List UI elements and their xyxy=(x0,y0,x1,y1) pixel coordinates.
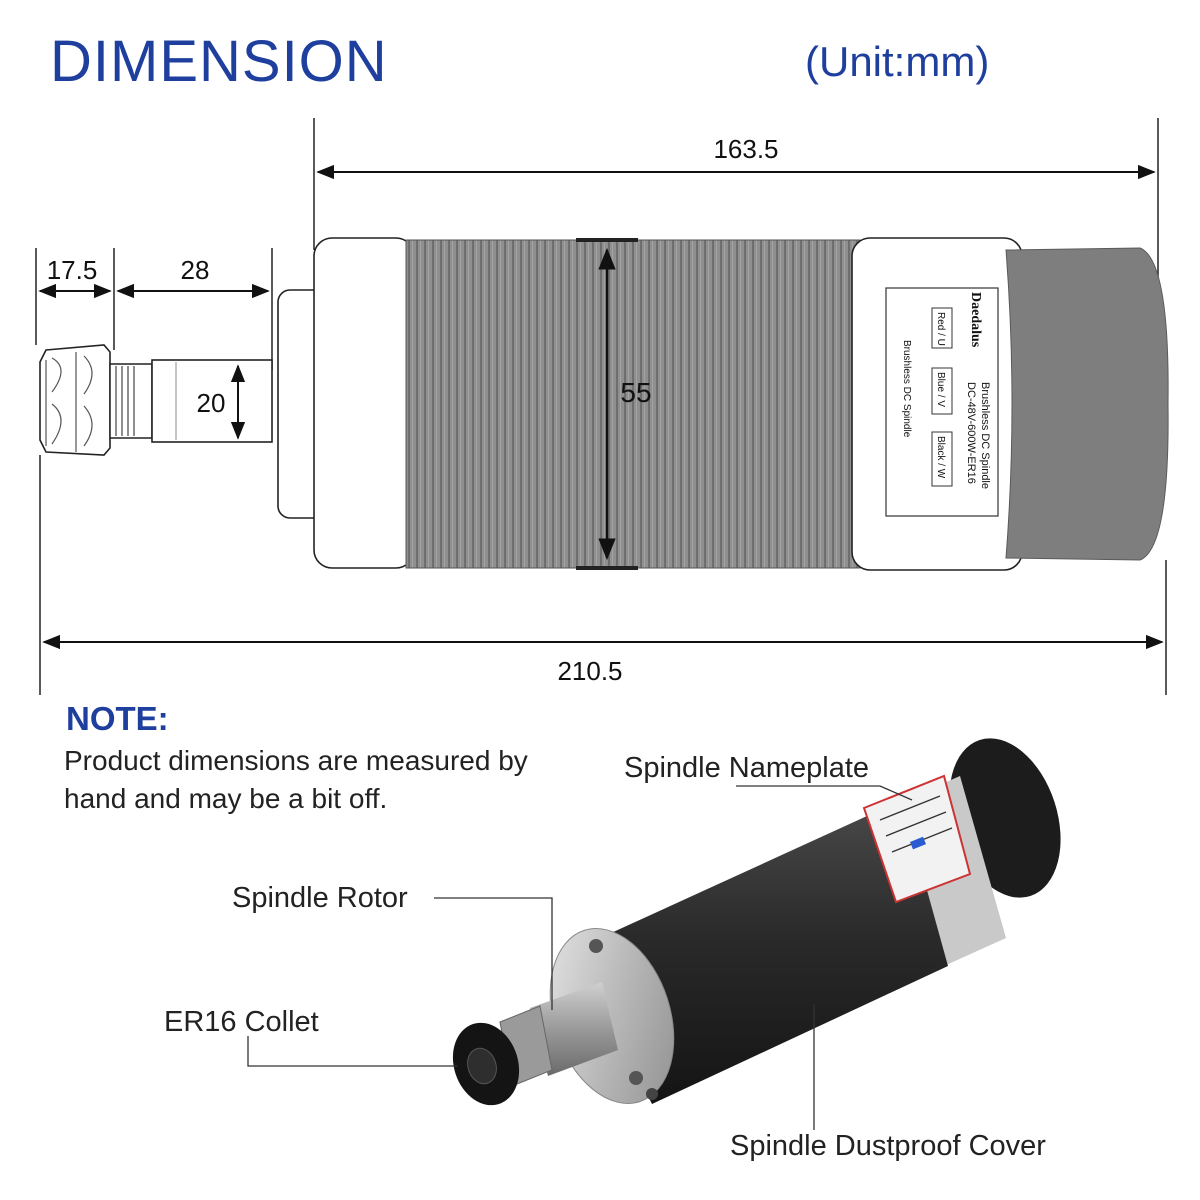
spindle-shaft xyxy=(151,359,273,443)
nameplate-wire-blue: Blue / V xyxy=(935,372,946,407)
callout-spindle-nameplate: Spindle Nameplate xyxy=(624,752,870,784)
callout-dustproof-cover: Spindle Dustproof Cover xyxy=(730,1130,1046,1162)
diagram-title: DIMENSION xyxy=(50,29,388,94)
nameplate-wire-black: Black / W xyxy=(935,436,946,479)
spindle-photo xyxy=(452,738,1061,1106)
collet-thread xyxy=(109,363,153,439)
collet-nut xyxy=(39,344,111,456)
nameplate-wire-red: Red / U xyxy=(935,312,946,346)
front-end-cap xyxy=(313,237,415,569)
shaft-diameter-label: 20 xyxy=(197,388,226,418)
unit-label: (Unit:mm) xyxy=(805,38,990,85)
nameplate-panel xyxy=(885,287,999,517)
nameplate-text: Daedalus Brushless DC Spindle DC-48V-600… xyxy=(901,292,991,489)
callout-er16-collet: ER16 Collet xyxy=(164,1006,319,1038)
leader-rotor xyxy=(434,897,553,1010)
nameplate-brand: Daedalus xyxy=(968,292,983,348)
nameplate-line2: DC-48V-600W-ER16 xyxy=(965,382,977,484)
collet-length-label: 17.5 xyxy=(47,255,98,285)
leader-nameplate xyxy=(736,785,913,801)
extension-lines xyxy=(35,118,1167,695)
dustproof-cover xyxy=(1005,247,1169,561)
callout-spindle-rotor: Spindle Rotor xyxy=(232,882,408,914)
note-text: Product dimensions are measured by hand … xyxy=(64,745,528,814)
body-diameter-label: 55 xyxy=(620,377,651,408)
nameplate-line1: Brushless DC Spindle xyxy=(979,382,991,489)
note-title: NOTE: xyxy=(66,700,169,737)
callout-leaders xyxy=(247,785,913,1130)
spindle-side-view: 20 55 Daedalus Brushless DC Spindle DC-4… xyxy=(39,237,1169,571)
total-length-label: 210.5 xyxy=(557,656,622,686)
finned-body xyxy=(405,239,861,569)
shaft-length-label: 28 xyxy=(181,255,210,285)
leader-collet xyxy=(247,1036,458,1067)
photo-nameplate-sticker xyxy=(862,774,972,904)
nameplate-subtitle: Brushless DC Spindle xyxy=(901,340,912,438)
body-length-label: 163.5 xyxy=(713,134,778,164)
